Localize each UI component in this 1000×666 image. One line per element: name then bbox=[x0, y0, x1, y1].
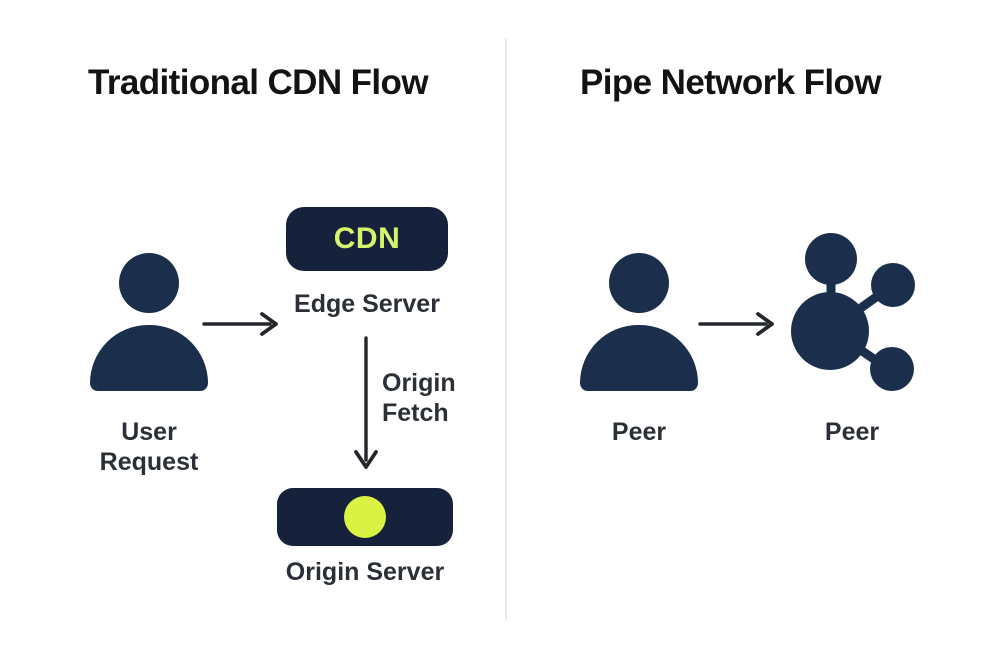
edge-server-label: Edge Server bbox=[294, 290, 440, 318]
arrow-peer-to-peer bbox=[698, 312, 774, 336]
cdn-badge-label: CDN bbox=[333, 222, 401, 255]
network-node-bottom-right bbox=[870, 347, 914, 391]
user-icon-head bbox=[119, 253, 179, 313]
user-icon bbox=[90, 253, 208, 391]
peer-left-label: Peer bbox=[611, 418, 667, 446]
network-node-top bbox=[805, 233, 857, 285]
peer-right-label: Peer bbox=[824, 418, 880, 446]
edge-server-box[interactable]: CDN bbox=[286, 207, 448, 271]
peer-user-icon-body bbox=[580, 325, 698, 391]
right-panel-title: Pipe Network Flow bbox=[580, 63, 882, 102]
network-mesh-icon bbox=[791, 233, 915, 391]
panel-divider bbox=[505, 38, 507, 621]
peer-user-icon-head bbox=[609, 253, 669, 313]
origin-server-box[interactable] bbox=[277, 488, 453, 546]
user-request-label: User Request bbox=[99, 418, 199, 476]
network-node-hub bbox=[791, 292, 869, 370]
arrow-user-to-edge bbox=[202, 312, 278, 336]
origin-server-label: Origin Server bbox=[285, 558, 445, 586]
user-icon-body bbox=[90, 325, 208, 391]
origin-fetch-label: Origin Fetch bbox=[382, 369, 456, 427]
origin-status-dot bbox=[344, 496, 386, 538]
left-panel-title: Traditional CDN Flow bbox=[88, 63, 429, 102]
network-node-right bbox=[871, 263, 915, 307]
peer-user-icon bbox=[580, 253, 698, 391]
arrow-edge-to-origin bbox=[354, 336, 378, 469]
